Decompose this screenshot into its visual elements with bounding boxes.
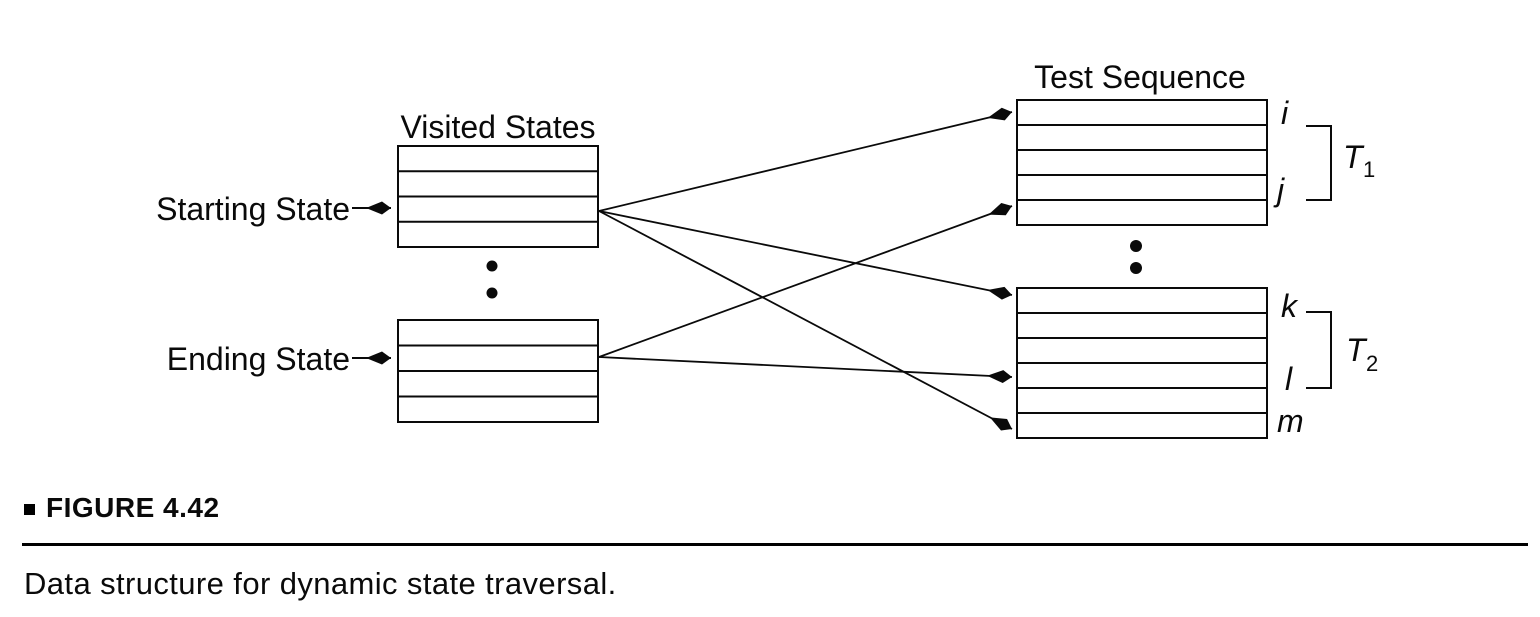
ellipsis-dot: [1130, 240, 1142, 252]
row-label-i: i: [1281, 95, 1289, 131]
connection-arrow-end-to-below-j: [598, 202, 1013, 358]
right-ellipsis-dots: [1130, 240, 1142, 274]
state-traversal-diagram: Visited States Test Sequence Starting St…: [156, 59, 1378, 439]
left-ellipsis-dots: [486, 260, 498, 299]
connection-arrow-end-to-l: [598, 356, 1013, 384]
ending-state-label: Ending State: [167, 341, 350, 377]
connection-arrow-start-to-k: [598, 210, 1013, 300]
visited-states-title: Visited States: [400, 109, 595, 145]
t2-label: T: [1346, 332, 1368, 368]
row-label-j: j: [1273, 172, 1285, 208]
t1-subscript: 1: [1363, 157, 1375, 182]
t2-subscript: 2: [1366, 351, 1378, 376]
visited-states-table-bottom: [397, 319, 599, 423]
bracket-t2: [1306, 311, 1332, 389]
connection-arrow-start-to-i: [598, 107, 1013, 212]
connection-arrow-start-to-m: [598, 210, 1013, 431]
test-sequence-title: Test Sequence: [1034, 59, 1246, 95]
row-label-m: m: [1277, 403, 1304, 439]
ellipsis-dot: [486, 287, 498, 299]
bracket-t1: [1306, 125, 1332, 201]
ellipsis-dot: [1130, 262, 1142, 274]
table-border: [1016, 99, 1268, 226]
caption-text: Data structure for dynamic state travers…: [24, 566, 617, 601]
test-sequence-table-2: [1016, 287, 1268, 439]
figure-label: FIGURE 4.42: [46, 492, 220, 523]
test-sequence-table-1: [1016, 99, 1268, 226]
caption-rule: [22, 543, 1528, 546]
visited-states-table-top: [397, 145, 599, 248]
starting-state-label: Starting State: [156, 191, 350, 227]
figure-label-row: FIGURE 4.42: [24, 494, 220, 522]
t1-label: T: [1343, 139, 1365, 175]
row-label-k: k: [1281, 288, 1299, 324]
ellipsis-dot: [486, 260, 498, 272]
figure-bullet-square-icon: [24, 504, 35, 515]
row-label-l: l: [1285, 361, 1293, 397]
